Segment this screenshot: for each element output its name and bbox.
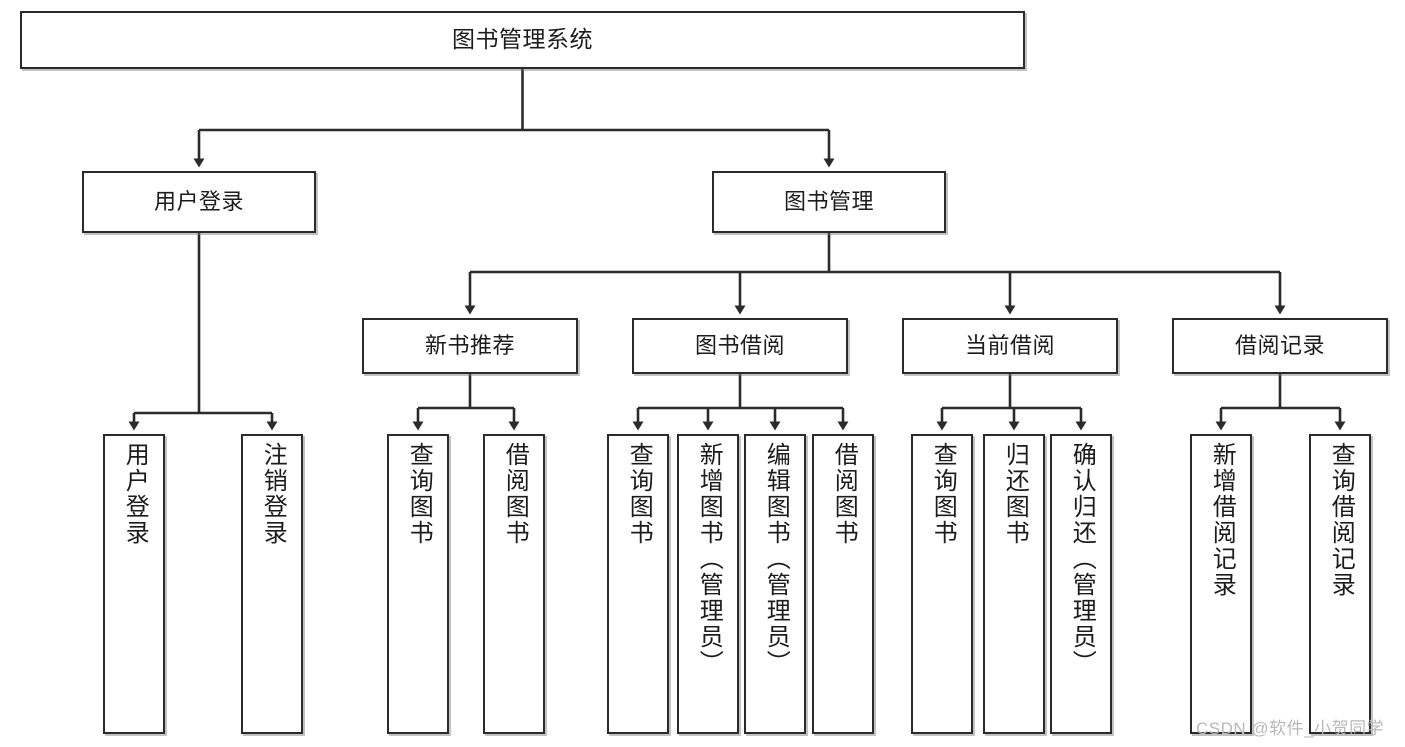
node-label: 确认归还（管理员） <box>1068 442 1096 676</box>
node-leaf_2[interactable]: 查询图书 <box>387 434 449 734</box>
node-label: 借阅记录 <box>1234 333 1325 359</box>
node-l1_0[interactable]: 用户登录 <box>82 171 316 233</box>
node-label: 新增图书（管理员） <box>695 442 723 676</box>
node-l2_0[interactable]: 新书推荐 <box>362 318 578 374</box>
node-leaf_12[interactable]: 查询借阅记录 <box>1309 434 1371 734</box>
node-label: 查询图书 <box>625 442 653 546</box>
node-label: 借阅图书 <box>501 442 529 546</box>
node-label: 用户登录 <box>121 442 149 546</box>
node-label: 用户登录 <box>153 189 244 215</box>
node-leaf_6[interactable]: 编辑图书（管理员） <box>744 434 806 734</box>
node-label: 新增借阅记录 <box>1208 442 1236 598</box>
node-leaf_7[interactable]: 借阅图书 <box>812 434 874 734</box>
node-label: 注销登录 <box>259 442 287 546</box>
node-l2_1[interactable]: 图书借阅 <box>632 318 848 374</box>
csdn-watermark: CSDN @软件_小贺同学 <box>1196 719 1385 738</box>
node-label: 查询图书 <box>929 442 957 546</box>
node-root[interactable]: 图书管理系统 <box>20 11 1025 69</box>
node-leaf_1[interactable]: 注销登录 <box>241 434 303 734</box>
node-leaf_4[interactable]: 查询图书 <box>607 434 669 734</box>
node-label: 图书管理 <box>783 189 874 215</box>
node-leaf_8[interactable]: 查询图书 <box>911 434 973 734</box>
node-leaf_9[interactable]: 归还图书 <box>983 434 1045 734</box>
node-label: 新书推荐 <box>424 333 515 359</box>
node-leaf_3[interactable]: 借阅图书 <box>483 434 545 734</box>
node-label: 查询借阅记录 <box>1327 442 1355 598</box>
node-label: 借阅图书 <box>830 442 858 546</box>
node-leaf_11[interactable]: 新增借阅记录 <box>1190 434 1252 734</box>
node-label: 当前借阅 <box>964 333 1055 359</box>
node-l1_1[interactable]: 图书管理 <box>712 171 946 233</box>
node-leaf_10[interactable]: 确认归还（管理员） <box>1050 434 1112 734</box>
node-leaf_5[interactable]: 新增图书（管理员） <box>677 434 739 734</box>
node-l2_2[interactable]: 当前借阅 <box>902 318 1118 374</box>
node-label: 编辑图书（管理员） <box>762 442 790 676</box>
node-label: 归还图书 <box>1001 442 1029 546</box>
node-label: 查询图书 <box>405 442 433 546</box>
node-label: 图书管理系统 <box>452 26 593 53</box>
node-l2_3[interactable]: 借阅记录 <box>1172 318 1388 374</box>
node-leaf_0[interactable]: 用户登录 <box>103 434 165 734</box>
node-label: 图书借阅 <box>694 333 785 359</box>
